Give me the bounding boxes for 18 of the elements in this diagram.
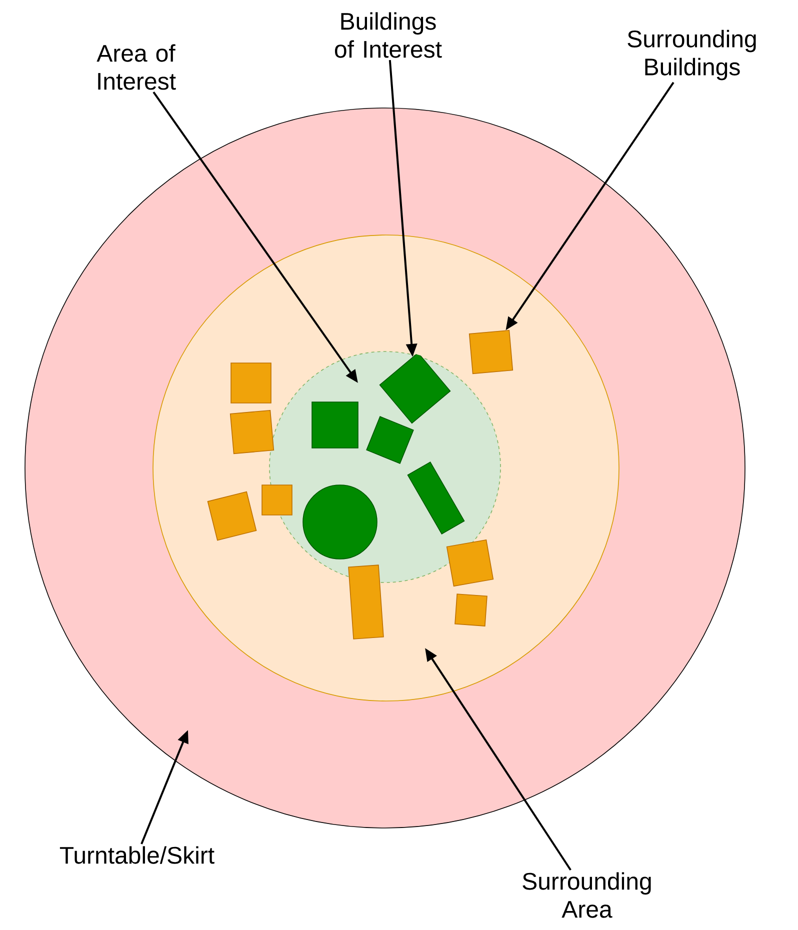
callout-label: Turntable/Skirt: [60, 846, 214, 864]
building: [302, 484, 378, 560]
building: [312, 402, 358, 448]
building: [230, 362, 272, 404]
building: [379, 352, 451, 424]
building: [366, 416, 414, 464]
building: [262, 484, 292, 516]
building: [446, 539, 494, 587]
callout-label: Surrounding Buildings: [628, 30, 756, 80]
building: [207, 491, 257, 541]
building: [468, 330, 514, 374]
building: [348, 564, 384, 640]
building: [230, 410, 274, 454]
building: [454, 594, 488, 626]
building: [407, 462, 465, 534]
callout-label: Surrounding Area: [522, 872, 651, 918]
callout-label: Buildings of Interest: [334, 12, 442, 58]
callout-label: Area of Interest: [96, 44, 176, 90]
